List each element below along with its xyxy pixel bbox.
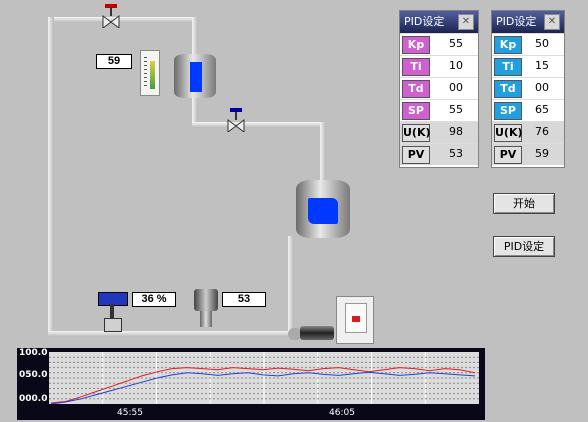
- pid1-label: PV: [402, 146, 430, 164]
- pipe-tank1-out: [192, 96, 198, 126]
- pid2-label: Kp: [494, 36, 522, 54]
- flow-meter-icon: [194, 289, 218, 329]
- pipe-middle: [192, 122, 322, 128]
- trend-y-label-mid: 050.0: [19, 370, 48, 380]
- pid1-row-sp: SP 55: [400, 99, 478, 121]
- pid2-value[interactable]: 00: [535, 81, 549, 94]
- trend-x-label-2: 46:05: [329, 408, 355, 418]
- pid2-row-pv: PV 59: [492, 143, 564, 165]
- level-readout: 59: [96, 54, 132, 69]
- pid2-label: Ti: [494, 58, 522, 76]
- pid1-label: Ti: [402, 58, 430, 76]
- pid2-row-sp: SP 65: [492, 99, 564, 121]
- pid1-row-pv: PV 53: [400, 143, 478, 165]
- upper-tank: [174, 54, 216, 98]
- pipe-top-right-down: [192, 17, 198, 57]
- pipe-bottom: [48, 331, 293, 337]
- pid1-row-uk: U(K) 98: [400, 121, 478, 143]
- manual-valve-middle[interactable]: [226, 108, 246, 132]
- trend-y-label-bottom: 000.0: [19, 394, 48, 404]
- controller-cabinet-icon: [336, 296, 374, 344]
- upper-tank-water: [190, 62, 202, 92]
- pid2-row-kp: Kp 50: [492, 33, 564, 55]
- pid1-value[interactable]: 55: [449, 37, 463, 50]
- pid1-row-td: Td 00: [400, 77, 478, 99]
- pid2-value[interactable]: 15: [535, 59, 549, 72]
- pid2-row-td: Td 00: [492, 77, 564, 99]
- pipe-to-tank2: [320, 122, 326, 182]
- pid2-value: 59: [535, 147, 549, 160]
- pid1-value: 98: [449, 125, 463, 138]
- pid1-value: 53: [449, 147, 463, 160]
- control-valve-icon[interactable]: [98, 292, 128, 336]
- pid1-label: U(K): [402, 124, 431, 142]
- pid1-label: SP: [402, 102, 430, 120]
- pid1-value[interactable]: 10: [449, 59, 463, 72]
- pipe-top: [48, 17, 198, 23]
- pipe-left-vertical: [48, 17, 54, 335]
- trend-y-label-top: 100.0: [19, 348, 48, 358]
- lower-tank: [296, 180, 350, 238]
- pid2-label: U(K): [494, 124, 523, 142]
- pid1-value[interactable]: 00: [449, 81, 463, 94]
- pid1-label: Kp: [402, 36, 430, 54]
- pid1-row-ti: Ti 10: [400, 55, 478, 77]
- pid2-label: SP: [494, 102, 522, 120]
- pipe-tank2-out: [288, 236, 294, 334]
- pid2-row-ti: Ti 15: [492, 55, 564, 77]
- pid-panel-2-close-icon[interactable]: ✕: [544, 14, 560, 30]
- pid-settings-button[interactable]: PID设定: [493, 236, 555, 257]
- trend-series-line-2: [50, 371, 476, 404]
- manual-valve-top[interactable]: [101, 4, 121, 28]
- valve-opening-readout: 36 %: [132, 292, 176, 307]
- pid-panel-1-close-icon[interactable]: ✕: [458, 14, 474, 30]
- pid2-value[interactable]: 65: [535, 103, 549, 116]
- trend-plot-area: [49, 352, 479, 404]
- pid2-value[interactable]: 50: [535, 37, 549, 50]
- pump-icon: [288, 324, 338, 342]
- pid2-label: Td: [494, 80, 522, 98]
- start-button[interactable]: 开始: [493, 193, 555, 214]
- trend-series-line-1: [50, 367, 476, 404]
- pid1-label: Td: [402, 80, 430, 98]
- pid2-label: PV: [494, 146, 522, 164]
- pid1-value[interactable]: 55: [449, 103, 463, 116]
- pid1-row-kp: Kp 55: [400, 33, 478, 55]
- trend-x-label-1: 45:55: [117, 408, 143, 418]
- trend-chart: 100.0 050.0 000.0 45:55 46:05: [17, 348, 485, 420]
- pid2-value: 76: [535, 125, 549, 138]
- pid2-row-uk: U(K) 76: [492, 121, 564, 143]
- lower-tank-water: [308, 198, 338, 224]
- level-gauge-icon: [140, 50, 160, 96]
- flow-readout: 53: [222, 292, 266, 307]
